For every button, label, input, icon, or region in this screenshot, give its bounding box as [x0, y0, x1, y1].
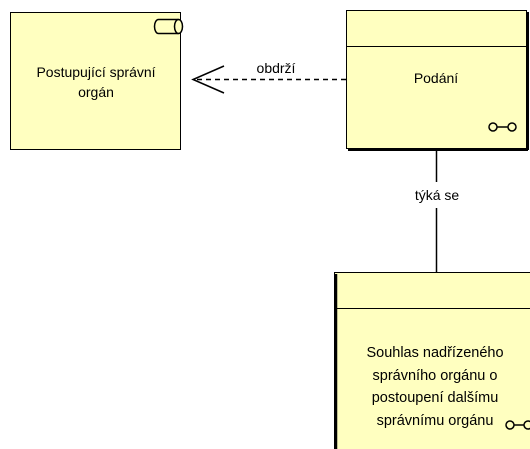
role-label: Postupující správní orgán	[36, 64, 156, 100]
podani-node[interactable]	[346, 10, 529, 151]
podani-icon	[488, 122, 517, 132]
edge-label-obdrzi: obdrží	[256, 60, 296, 76]
souhlas-node[interactable]	[334, 272, 530, 449]
souhlas-label: Souhlas nadřízeného správního orgánu o p…	[366, 345, 504, 429]
edge-obdrzi[interactable]	[191, 65, 346, 94]
podani-label: Podání	[413, 70, 459, 86]
souhlas-icon	[505, 420, 530, 430]
edge-label-tyka-se: týká se	[392, 185, 482, 205]
business-role-icon	[153, 18, 184, 35]
role-node[interactable]	[10, 12, 185, 153]
